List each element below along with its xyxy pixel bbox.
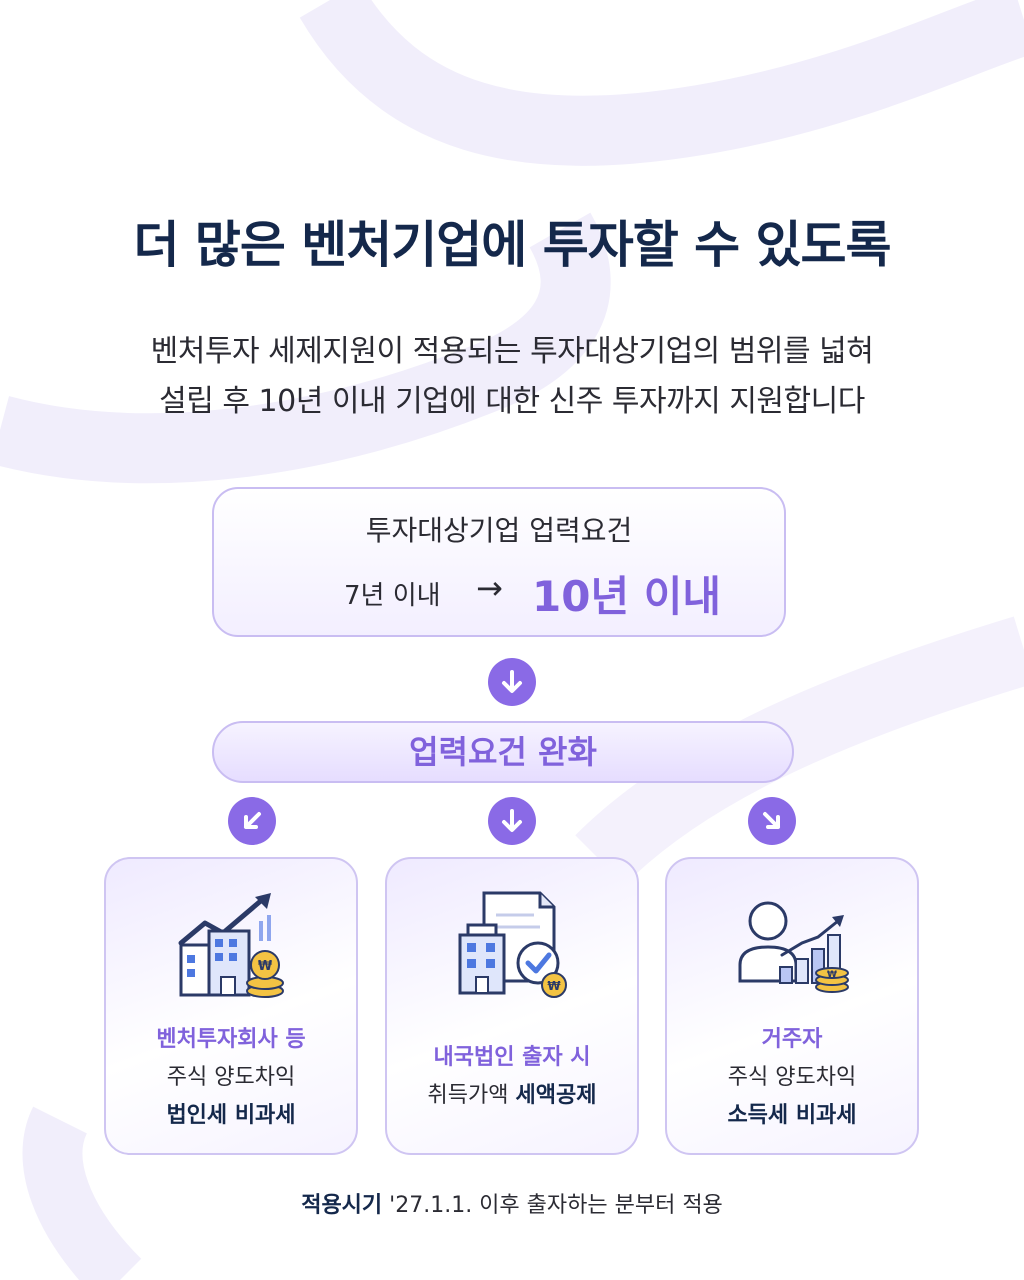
footer-text: '27.1.1. 이후 출자하는 분부터 적용 [382,1193,723,1218]
svg-text:₩: ₩ [827,970,837,980]
card-venture-investment: ₩ 벤처투자회사 등 주식 양도차익 법인세 비과세 [104,857,358,1155]
relaxation-pill: 업력요건 완화 [212,721,794,783]
building-chart-coins-icon: ₩ [173,885,293,1005]
card-3-line-2: 주식 양도차익 [727,1065,857,1090]
requirement-box: 투자대상기업 업력요건 7년 이내 → 10년 이내 [212,487,786,637]
card-2-line-2-strong: 세액공제 [515,1083,597,1108]
requirement-before: 7년 이내 [344,581,441,611]
card-2-line-2-prefix: 취득가액 [427,1083,516,1108]
right-arrow-icon: → [476,569,503,607]
page-subtitle: 벤처투자 세제지원이 적용되는 투자대상기업의 범위를 넓혀 설립 후 10년 … [0,327,1024,427]
card-2-line-1: 내국법인 출자 시 [433,1045,591,1070]
card-resident: ₩ 거주자 주식 양도차익 소득세 비과세 [665,857,919,1155]
card-3-line-3: 소득세 비과세 [727,1103,857,1128]
down-arrow-icon [488,797,536,845]
subtitle-line-2: 설립 후 10년 이내 기업에 대한 신주 투자까지 지원합니다 [159,384,865,419]
footer-label: 적용시기 [301,1193,383,1218]
card-domestic-corporation: ₩ 내국법인 출자 시 취득가액 세액공제 [385,857,639,1155]
card-1-line-2: 주식 양도차익 [166,1065,296,1090]
requirement-label: 투자대상기업 업력요건 [365,514,633,547]
card-1-line-1: 벤처투자회사 등 [156,1027,306,1052]
person-chart-coins-icon: ₩ [734,885,854,1005]
down-left-arrow-icon [228,797,276,845]
down-right-arrow-icon [748,797,796,845]
page-title: 더 많은 벤처기업에 투자할 수 있도록 [133,216,891,274]
card-3-line-1: 거주자 [761,1027,823,1052]
down-arrow-icon [488,658,536,706]
card-1-line-3: 법인세 비과세 [166,1103,296,1128]
svg-text:₩: ₩ [258,959,273,974]
document-building-check-icon: ₩ [454,885,574,1005]
application-date-note: 적용시기 '27.1.1. 이후 출자하는 분부터 적용 [0,1187,1024,1219]
svg-text:₩: ₩ [547,979,561,993]
card-2-line-2: 취득가액 세액공제 [387,1077,637,1115]
requirement-after: 10년 이내 [532,572,721,621]
subtitle-line-1: 벤처투자 세제지원이 적용되는 투자대상기업의 범위를 넓혀 [150,334,874,369]
